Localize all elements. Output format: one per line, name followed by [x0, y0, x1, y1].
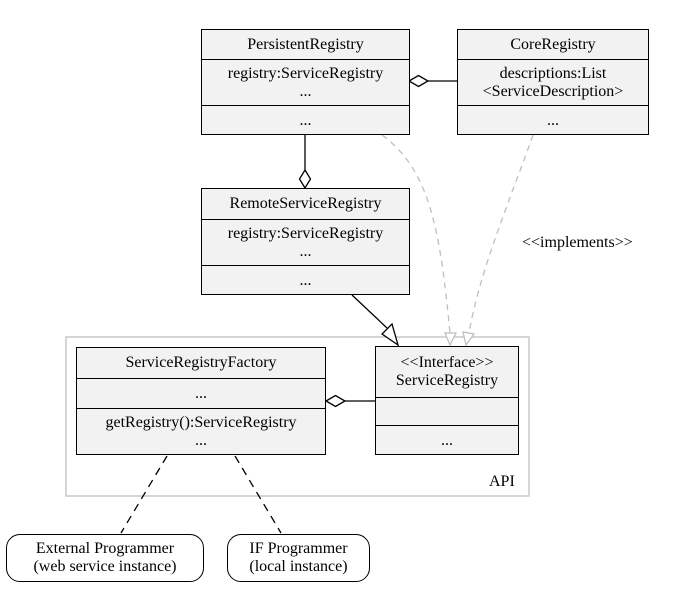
implements-label: <<implements>> — [522, 234, 633, 251]
realization-persistent-line — [381, 134, 451, 334]
attribute: registry:ServiceRegistry — [227, 225, 384, 242]
class-name-text: CoreRegistry — [510, 35, 596, 53]
actor-note: (local instance) — [249, 558, 348, 575]
operations-section: ... — [202, 265, 409, 295]
core-registry-class: CoreRegistry descriptions:List <ServiceD… — [457, 29, 649, 135]
operation: ... — [299, 271, 312, 289]
class-name-text: ServiceRegistryFactory — [125, 354, 277, 371]
attribute: ... — [195, 385, 207, 402]
operation: ... — [547, 111, 559, 129]
operation: ... — [299, 111, 312, 129]
realization-core-line — [468, 134, 534, 334]
actor-name: External Programmer — [35, 540, 175, 557]
class-name: <<Interface>> ServiceRegistry — [376, 347, 518, 397]
service-registry-interface: <<Interface>> ServiceRegistry ... — [375, 346, 519, 455]
remote-service-registry-class: RemoteServiceRegistry registry:ServiceRe… — [201, 188, 410, 295]
realization-core-arrowhead — [462, 331, 476, 347]
aggregation-diamond-remote — [298, 168, 312, 190]
class-name: ServiceRegistryFactory — [77, 348, 325, 378]
attribute: registry:ServiceRegistry — [227, 65, 384, 82]
attributes-section: ... — [77, 378, 325, 409]
attributes-section: descriptions:List <ServiceDescription> — [458, 59, 648, 106]
class-name-text: RemoteServiceRegistry — [229, 195, 382, 212]
attribute: ... — [299, 243, 312, 260]
api-package-frame — [65, 336, 530, 497]
attributes-section: registry:ServiceRegistry ... — [202, 59, 409, 106]
package-label: API — [489, 473, 515, 490]
dependency-if-line — [234, 455, 282, 534]
class-name: CoreRegistry — [458, 30, 648, 59]
operation: ... — [195, 432, 207, 449]
class-name-text: PersistentRegistry — [247, 35, 364, 53]
attribute: ... — [299, 83, 312, 100]
attributes-section: registry:ServiceRegistry ... — [202, 219, 409, 266]
generalization-remote-arrowhead — [380, 322, 400, 347]
operation: ... — [441, 431, 453, 449]
stereotype-label: <<Interface>> — [400, 354, 494, 371]
dependency-external-line — [120, 455, 168, 534]
external-programmer-actor: External Programmer (web service instanc… — [6, 534, 204, 582]
generalization-remote-line — [351, 294, 388, 329]
attribute: descriptions:List — [499, 65, 607, 82]
operations-section: ... — [202, 105, 409, 135]
class-name: RemoteServiceRegistry — [202, 189, 409, 219]
operations-section: ... — [376, 425, 518, 455]
service-registry-factory-class: ServiceRegistryFactory ... getRegistry()… — [76, 347, 326, 455]
persistent-registry-class: PersistentRegistry registry:ServiceRegis… — [201, 29, 410, 135]
aggregation-diamond-core — [407, 74, 430, 88]
aggregation-diamond-factory — [324, 394, 347, 408]
class-name: PersistentRegistry — [202, 30, 409, 59]
actor-note: (web service instance) — [33, 558, 177, 575]
if-programmer-actor: IF Programmer (local instance) — [227, 534, 370, 582]
attribute: <ServiceDescription> — [482, 83, 624, 100]
operations-section: ... — [458, 105, 648, 135]
realization-persistent-arrowhead — [444, 332, 458, 347]
actor-name: IF Programmer — [249, 540, 348, 557]
attributes-section — [376, 397, 518, 426]
class-name-text: ServiceRegistry — [395, 372, 499, 389]
operation: getRegistry():ServiceRegistry — [105, 414, 297, 431]
operations-section: getRegistry():ServiceRegistry ... — [77, 408, 325, 455]
